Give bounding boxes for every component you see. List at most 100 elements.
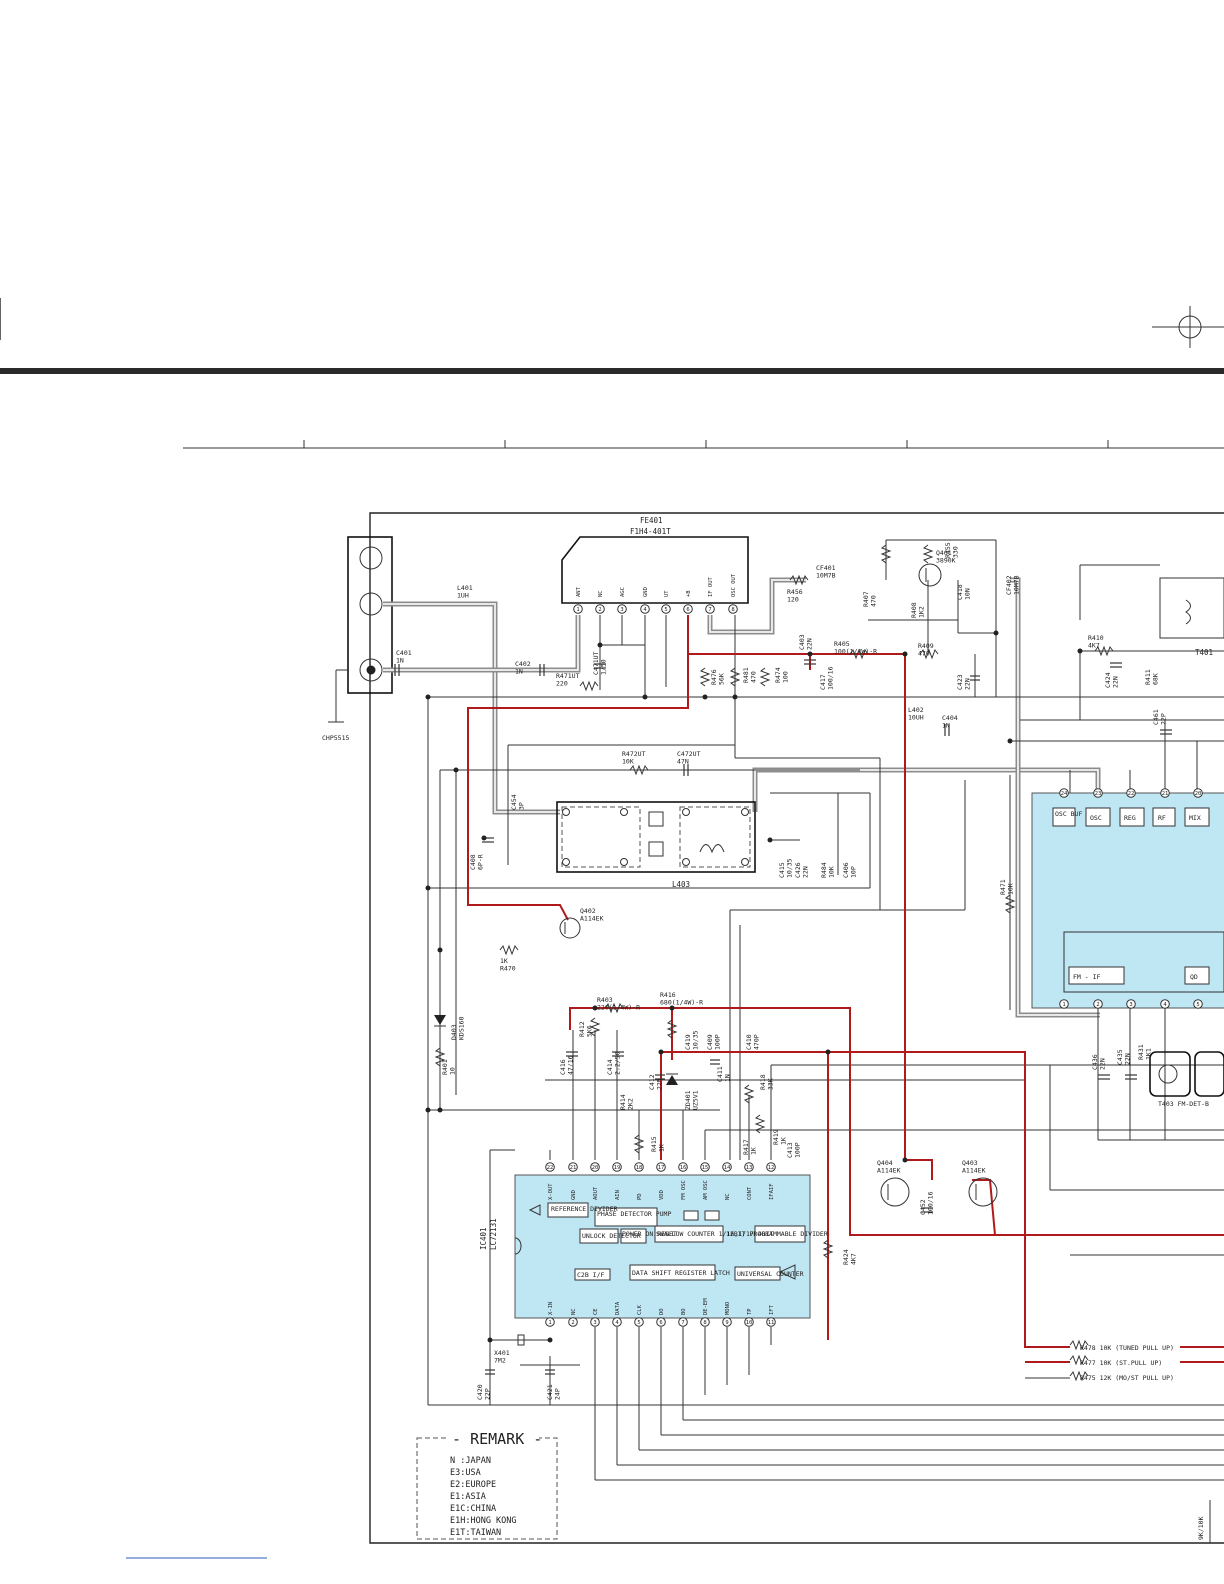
d403-label: D403KDS160 xyxy=(450,1016,466,1040)
r456-label-line: 120 xyxy=(787,596,799,604)
frontend-fe401 xyxy=(561,536,749,604)
c406-label-line: C406 xyxy=(842,862,850,878)
fm-block-osc: OSC xyxy=(1090,814,1102,822)
fm-ic-pin-number: 5 xyxy=(1196,1002,1199,1008)
fe401-pin-label: ANT xyxy=(576,586,582,597)
ic401-bottom-pin-label: BO xyxy=(681,1308,687,1315)
c417-label-line: C417 xyxy=(819,674,827,690)
fm-ic-pin-2 xyxy=(1093,999,1103,1009)
r408-label: R4081K2 xyxy=(910,602,926,618)
r484-label: R48410K xyxy=(820,862,836,878)
t401-label: T401 xyxy=(1195,648,1213,657)
ic401-pin-4 xyxy=(612,1317,622,1327)
cf401-label-line: CF401 xyxy=(816,564,836,572)
ic401-top-pin-label: AM OSC xyxy=(703,1180,709,1200)
c452-label: C452100/16 xyxy=(919,1191,935,1215)
r484-label-line: 10K xyxy=(828,866,836,878)
c420-label-line: 22P xyxy=(484,1388,492,1400)
c411-label-line: 1N xyxy=(724,1074,732,1082)
r415-label-line: R415 xyxy=(650,1136,658,1152)
ic401-ref: IC401 xyxy=(479,1227,488,1250)
ic401-top-pin-label: IFAIF xyxy=(769,1183,775,1200)
r416-label-line: R416 xyxy=(660,991,676,999)
ic401-pin-number: 14 xyxy=(724,1165,731,1171)
ic401-pin-number: 2 xyxy=(571,1320,574,1326)
t403-label: T403 FM-DET-B xyxy=(1158,1100,1209,1108)
c401-label-line: C401 xyxy=(396,649,412,657)
fm-ic-pin-number: 23 xyxy=(1095,791,1102,797)
fe401-ref: FE401 xyxy=(640,516,663,525)
c419-label-line: C419 xyxy=(684,1034,692,1050)
r414-label-line: 2K2 xyxy=(627,1098,635,1110)
fm-ic-pin-1 xyxy=(1059,999,1069,1009)
r411-label-line: R411 xyxy=(1144,669,1152,685)
c415-label-line: 10/35 xyxy=(786,858,794,878)
ic401-pin-5 xyxy=(634,1317,644,1327)
c421-label: C42124P xyxy=(546,1384,562,1400)
r419-label-line: 1K xyxy=(780,1137,788,1145)
c403-label-line: 22N xyxy=(806,638,814,650)
ic401-bottom-pin-label: MONO xyxy=(725,1302,731,1315)
ic401-pin-number: 17 xyxy=(658,1165,665,1171)
x401-label-line: 7M2 xyxy=(494,1357,506,1365)
fe401-pin-5 xyxy=(661,604,671,614)
c410-label-line: C410 xyxy=(745,1034,753,1050)
r472-label-line: R472UT xyxy=(622,750,646,758)
ic401-shiftreg: DATA SHIFT REGISTER LATCH xyxy=(632,1269,730,1277)
r475-label: R475 12K (MO/ST PULL UP) xyxy=(1080,1374,1174,1382)
t401-coil xyxy=(1159,577,1224,639)
fe401-pin-4 xyxy=(640,604,650,614)
ic401-pin-number: 12 xyxy=(768,1165,775,1171)
ic401-top-pin-label: VDD xyxy=(659,1190,665,1200)
fe401-pin-label: GND xyxy=(643,587,649,597)
q404-label-line: Q404 xyxy=(877,1159,893,1167)
capacitor-symbols xyxy=(394,659,1172,1375)
l403-label: L403 xyxy=(672,880,690,889)
c472-label-line: C472UT xyxy=(677,750,701,758)
c414-label-line: 2.2/50 xyxy=(614,1051,622,1075)
chp5515-label: CHP5515 xyxy=(322,734,349,742)
ic401-top-pin-label: CONT xyxy=(747,1186,753,1200)
ic401-pin-20 xyxy=(590,1162,600,1172)
resistor-symbols xyxy=(434,544,1114,1382)
ic401-top-pin-label: AOUT xyxy=(593,1186,599,1200)
cf402-label-line: CF402 xyxy=(1005,575,1013,595)
d403-label-line: KDS160 xyxy=(458,1016,466,1040)
r412-label-line: R412 xyxy=(578,1021,586,1037)
l403-coil-block xyxy=(556,801,756,873)
ic401-pin-number: 7 xyxy=(681,1320,684,1326)
q402-transistor xyxy=(559,917,581,939)
c423-label-line: 22N xyxy=(964,678,972,690)
ic401-phasedet: PHASE DETECTOR PUMP xyxy=(597,1210,671,1218)
ic401-pin-number: 10 xyxy=(746,1320,753,1326)
r405-label-line: R405 xyxy=(834,640,850,648)
r456-label-line: R456 xyxy=(787,588,803,596)
diode-d403 xyxy=(434,1015,446,1027)
r476-label: R47656K xyxy=(710,669,726,685)
q404-label-line: A114EK xyxy=(877,1167,901,1175)
fm-ic-pin-number: 4 xyxy=(1163,1002,1167,1008)
fe401-pin-number: 3 xyxy=(620,607,623,613)
grid-ruler xyxy=(183,440,1224,449)
ic401-pin-number: 21 xyxy=(570,1165,577,1171)
r424-label-line: 4K7 xyxy=(850,1253,858,1265)
cf402-label: CF40210M7B xyxy=(1005,575,1021,595)
ic401-pin-number: 5 xyxy=(637,1320,640,1326)
remark-box xyxy=(416,1431,558,1540)
c417-label: C417100/16 xyxy=(819,666,835,690)
r408-label-line: R408 xyxy=(910,602,918,618)
x401-crystal xyxy=(517,1334,525,1346)
c471-label-line: C471UT xyxy=(592,651,600,675)
r410-label-line: 4K7 xyxy=(1088,642,1100,650)
ic401-pin-19 xyxy=(612,1162,622,1172)
